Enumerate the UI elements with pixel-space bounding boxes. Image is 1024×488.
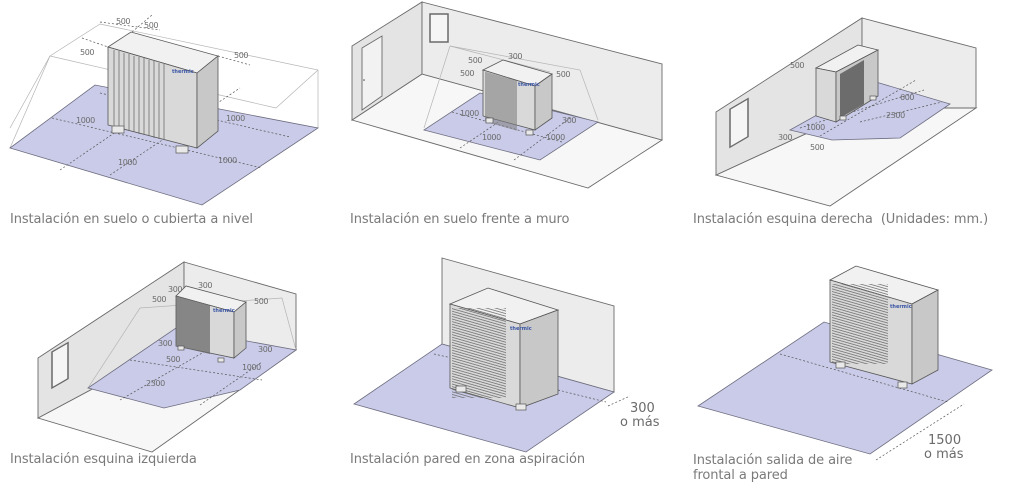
dim-label: 300 — [158, 339, 172, 348]
diagram-wall-intake: thermic 300 o más — [353, 257, 660, 453]
diagram-front-outlet-wall: thermic 1500 o más — [697, 265, 993, 462]
dim-label: 500 — [234, 51, 248, 60]
dim-label: 1000 — [118, 158, 137, 167]
brand-logo: thermic — [510, 326, 532, 332]
dim-label: o más — [620, 415, 660, 430]
dim-label: 500 — [460, 69, 474, 78]
brand-logo: thermic — [172, 69, 194, 75]
fan-grille-icon — [176, 296, 210, 354]
caption-line-2: frontal a pared — [693, 468, 788, 483]
dim-label: 300 — [778, 133, 792, 142]
dim-label: 1000 — [460, 109, 479, 118]
panel-wall-intake: thermic 300 o más Instalación pared en z… — [340, 250, 680, 488]
unit-foot — [111, 125, 125, 134]
unit-foot — [175, 145, 189, 154]
caption-line-1: Instalación salida de aire — [693, 453, 853, 468]
caption-front-outlet-wall: Instalación salida de aire frontal a par… — [693, 453, 852, 483]
dim-label: 1000 — [546, 133, 565, 142]
dim-label: 300 — [258, 345, 272, 354]
brand-logo: thermic — [518, 82, 540, 88]
door-icon — [361, 35, 383, 111]
fan-grille-icon — [832, 284, 888, 364]
panel-floor-facing-wall: thermic 500 300 500 500 1000 300 1000 10… — [340, 0, 680, 240]
panel-right-corner: 500 600 2300 1000 300 500 Instalación es… — [680, 0, 1024, 240]
dim-label: 1000 — [218, 156, 237, 165]
dim-label: 300 — [198, 281, 212, 290]
fan-grille-icon — [452, 308, 506, 398]
brand-logo: thermic — [890, 304, 912, 310]
dim-label: 500 — [468, 56, 482, 65]
dim-label: 1000 — [482, 133, 501, 142]
dim-label: 1000 — [806, 123, 825, 132]
caption-left-corner: Instalación esquina izquierda — [10, 452, 197, 467]
diagram-floor-or-roof: thermic 500 500 500 500 1000 1000 1000 1… — [9, 14, 320, 206]
window-icon — [429, 13, 449, 43]
dim-label: o más — [924, 447, 964, 462]
panel-front-outlet-wall: thermic 1500 o más Instalación salida de… — [680, 250, 1024, 488]
dim-label: 500 — [556, 70, 570, 79]
dim-label: 500 — [254, 297, 268, 306]
caption-floor-facing-wall: Instalación en suelo frente a muro — [350, 212, 570, 227]
dim-label: 300 — [562, 116, 576, 125]
dim-label: 500 — [152, 295, 166, 304]
fan-grille-icon — [113, 50, 165, 140]
dim-label: 300 — [630, 401, 655, 416]
caption-text: Instalación esquina derecha — [693, 212, 873, 227]
dim-label: 1000 — [242, 363, 261, 372]
dim-label: 1000 — [226, 114, 245, 123]
dim-label: 2300 — [886, 111, 905, 120]
dim-label: 500 — [144, 21, 158, 30]
caption-floor-or-roof: Instalación en suelo o cubierta a nivel — [10, 212, 253, 227]
dim-label: 500 — [80, 48, 94, 57]
dim-label: 2300 — [146, 379, 165, 388]
dim-label: 600 — [900, 93, 914, 102]
panel-floor-or-roof: thermic 500 500 500 500 1000 1000 1000 1… — [0, 0, 340, 240]
dim-label: 1000 — [76, 116, 95, 125]
units-note: (Unidades: mm.) — [880, 212, 989, 227]
brand-logo: thermic — [213, 308, 235, 314]
caption-right-corner: Instalación esquina derecha (Unidades: m… — [693, 212, 988, 227]
dim-label: 500 — [116, 17, 130, 26]
panel-left-corner: thermic 300 300 500 500 300 500 300 1000… — [0, 250, 340, 488]
window-icon — [51, 341, 69, 390]
fan-grille-icon — [485, 71, 517, 131]
dim-label: 500 — [810, 143, 824, 152]
dim-label: 1500 — [928, 433, 961, 448]
dim-label: 500 — [790, 61, 804, 70]
clearance-floor-zone — [9, 84, 320, 206]
diagram-floor-facing-wall: thermic 500 300 500 500 1000 300 1000 10… — [350, 1, 664, 189]
fan-grille-icon — [840, 60, 864, 118]
dim-label: 300 — [168, 285, 182, 294]
dim-label: 300 — [508, 52, 522, 61]
dim-label: 500 — [166, 355, 180, 364]
diagram-left-corner: thermic 300 300 500 500 300 500 300 1000… — [36, 261, 298, 453]
caption-wall-intake: Instalación pared en zona aspiración — [350, 452, 585, 467]
window-icon — [729, 97, 749, 149]
diagram-right-corner: 500 600 2300 1000 300 500 — [714, 17, 978, 207]
